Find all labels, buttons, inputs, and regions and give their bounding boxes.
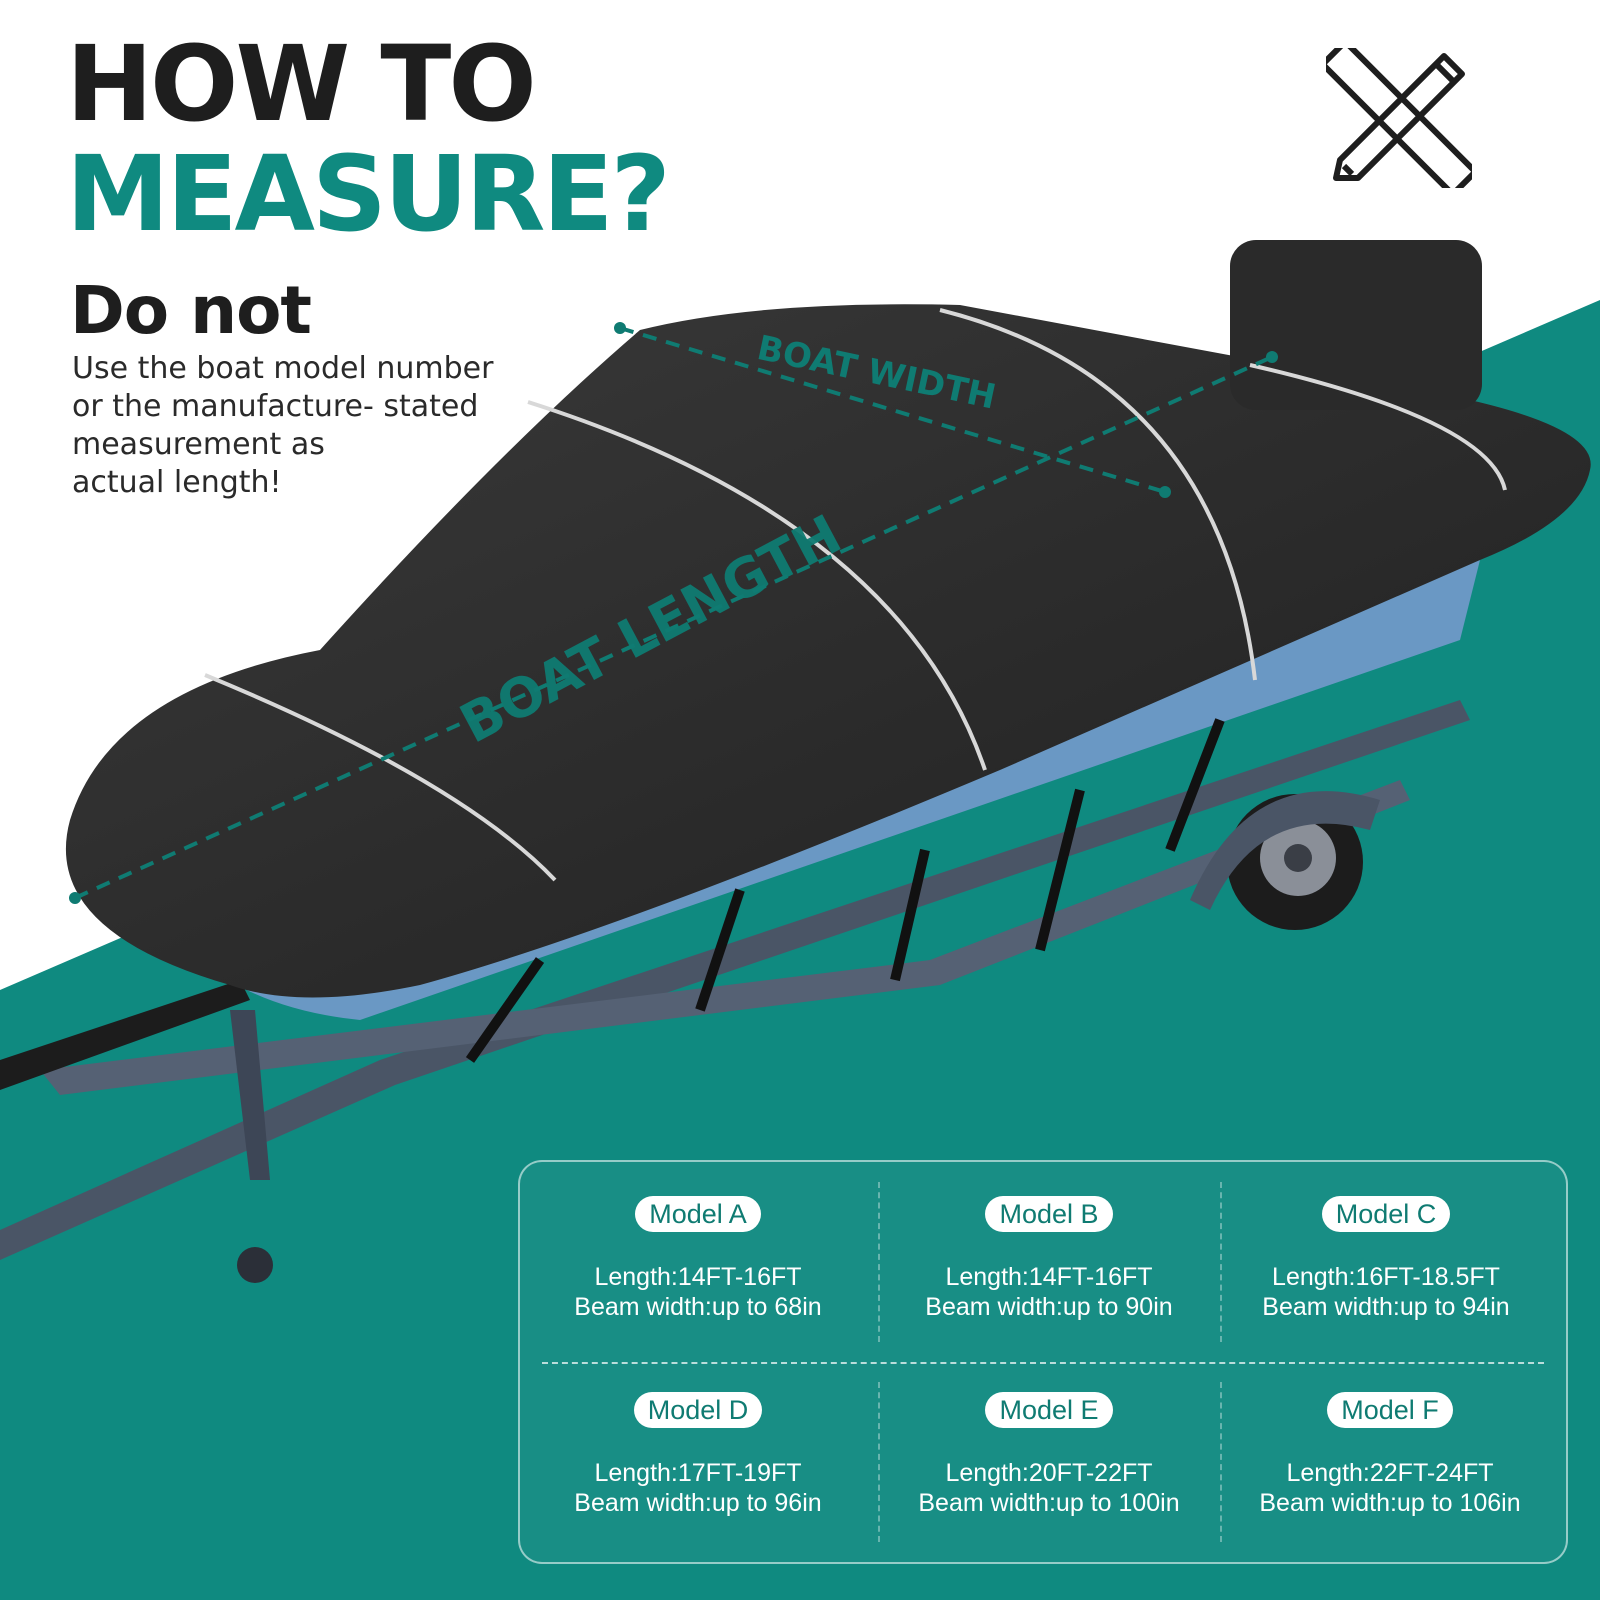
model-beam: Beam width:up to 68in [574, 1293, 822, 1321]
ruler-pencil-icon [1319, 38, 1479, 198]
measurement-lines [69, 322, 1278, 904]
model-name: Model F [1327, 1392, 1453, 1428]
model-length: Length:20FT-22FT [945, 1459, 1153, 1487]
model-name: Model A [635, 1196, 761, 1232]
model-name: Model D [633, 1392, 763, 1428]
warning-heading: Do not [70, 272, 312, 349]
title-line-1: HOW TO [66, 23, 537, 145]
model-length: Length:14FT-16FT [945, 1263, 1153, 1291]
model-length: Length:16FT-18.5FT [1272, 1263, 1500, 1291]
warning-text: Use the boat model number or the manufac… [72, 351, 494, 500]
column-divider [878, 1182, 880, 1342]
model-beam: Beam width:up to 90in [925, 1293, 1173, 1321]
column-divider [1220, 1182, 1222, 1342]
row-divider [542, 1362, 1544, 1364]
model-beam: Beam width:up to 96in [574, 1489, 822, 1517]
model-length: Length:17FT-19FT [594, 1459, 802, 1487]
title-line-2: MEASURE? [66, 133, 671, 255]
column-divider [878, 1382, 880, 1542]
boat-cover [65, 240, 1591, 1063]
model-beam: Beam width:up to 100in [918, 1489, 1180, 1517]
model-name: Model B [985, 1196, 1113, 1232]
model-length: Length:22FT-24FT [1286, 1459, 1494, 1487]
model-beam: Beam width:up to 94in [1262, 1293, 1510, 1321]
model-length: Length:14FT-16FT [594, 1263, 802, 1291]
model-name: Model E [985, 1392, 1113, 1428]
column-divider [1220, 1382, 1222, 1542]
trailer-illustration [0, 700, 1470, 1283]
model-name: Model C [1321, 1196, 1451, 1232]
model-beam: Beam width:up to 106in [1259, 1489, 1521, 1517]
